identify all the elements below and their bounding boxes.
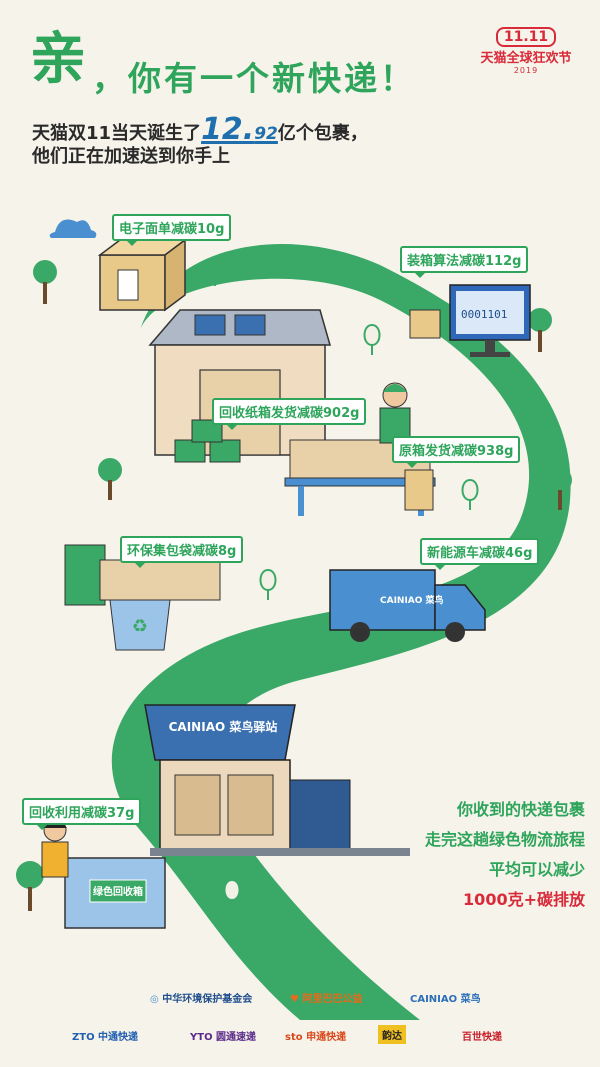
package-count-int: 12. <box>201 112 255 147</box>
step-value: 8g <box>218 544 237 559</box>
warehouse-icon <box>148 309 331 456</box>
step-tag-e-waybill: 电子面单减碳10g <box>112 214 232 246</box>
worker-icon <box>379 382 411 444</box>
summary-line: 平均可以减少 <box>488 860 585 879</box>
small-box-icon <box>409 309 441 339</box>
festival-name: 天猫全球狂欢节 <box>480 51 572 66</box>
step-tag-recycling: 回收利用减碳37g <box>22 798 142 830</box>
logo-text: 阿里巴巴公益 <box>302 994 363 1005</box>
step-value: 10g <box>197 222 225 237</box>
step-label: 装箱算法减碳 <box>407 254 486 269</box>
tree-icon <box>98 458 122 500</box>
package-count-dec: 92 <box>254 124 278 144</box>
package-count: 12.92 <box>201 112 278 147</box>
festival-logo: 11.11 天猫全球狂欢节 2019 <box>466 26 586 75</box>
map-pin-icon <box>223 878 241 910</box>
map-pin-icon <box>206 260 224 286</box>
page-title: ，你有一个新快递！ <box>92 59 416 98</box>
summary-text: 你收到的快递包裹 走完这趟绿色物流旅程 平均可以减少 1000克+碳排放 <box>380 795 585 915</box>
summary-line: 你收到的快递包裹 <box>456 800 585 819</box>
subtitle-line-1: 天猫双11当天诞生了12.92亿个包裹， <box>32 112 368 147</box>
step-tag-eco-bag: 环保集包袋减碳8g <box>120 536 244 568</box>
step-label: 回收利用减碳 <box>29 806 108 821</box>
shipping-box-icon <box>404 469 434 511</box>
logo-zto: ZTO 中通快递 <box>72 1032 139 1043</box>
green-crates-icon <box>174 419 241 463</box>
step-value: 46g <box>505 546 533 561</box>
tree-icon <box>33 260 57 304</box>
station-brand: CAINIAO 菜鸟驿站 <box>168 720 278 734</box>
subtitle-line-2: 他们正在加速送到你手上 <box>32 146 230 167</box>
step-label: 回收纸箱发货减碳 <box>219 406 324 421</box>
cainiao-station-icon <box>144 704 351 851</box>
step-tag-packing-algorithm: 装箱算法减碳112g <box>400 246 529 278</box>
step-tag-original-box: 原箱发货减碳938g <box>392 436 521 468</box>
step-label: 新能源车减碳 <box>427 546 506 561</box>
summary-highlight: 1000克+碳排放 <box>463 890 585 909</box>
logo-yunda: 韵达 <box>378 1025 406 1044</box>
logo-text: 中华环境保护基金会 <box>162 994 253 1005</box>
step-label: 环保集包袋减碳 <box>127 544 219 559</box>
tree-icon <box>548 468 572 510</box>
tree-icon <box>528 308 552 352</box>
logo-sto: sto 申通快递 <box>285 1032 347 1043</box>
step-label: 电子面单减碳 <box>119 222 198 237</box>
recycle-bin-icon <box>64 857 166 929</box>
bag-station-icon: ♻ <box>64 544 221 651</box>
step-value: 37g <box>107 806 135 821</box>
step-tag-recycled-box: 回收纸箱发货减碳902g <box>212 398 367 430</box>
svg-text:♻: ♻ <box>132 616 148 637</box>
title-emphasis: 亲 <box>30 27 86 92</box>
map-pin-icon <box>461 478 479 510</box>
step-tag-new-energy-vehicle: 新能源车减碳46g <box>420 538 540 570</box>
cardboard-box-icon <box>97 238 188 312</box>
truck-brand: CAINIAO 菜鸟 <box>380 596 444 606</box>
summary-line: 走完这趟绿色物流旅程 <box>424 830 585 849</box>
electric-truck-icon <box>329 569 486 642</box>
logo-environment-foundation: ◎ 中华环境保护基金会 <box>150 990 252 1005</box>
subtitle-text-after: 亿个包裹， <box>277 123 368 144</box>
bin-label: 绿色回收箱 <box>93 887 143 898</box>
tree-icon <box>16 861 44 911</box>
step-value: 938g <box>477 444 514 459</box>
logo-mark: ♥ <box>290 994 299 1005</box>
monitor-code: 0001101 <box>461 308 507 321</box>
logo-cainiao: CAINIAO 菜鸟 <box>410 994 481 1005</box>
step-value: 902g <box>323 406 360 421</box>
subtitle-text-before: 天猫双11当天诞生了 <box>32 123 202 144</box>
logo-yto: YTO 圆通速递 <box>190 1032 257 1043</box>
festival-year: 2019 <box>513 66 539 75</box>
logo-mark: ◎ <box>150 994 159 1005</box>
map-pin-icon <box>259 568 277 600</box>
logo-best-express: 百世快递 <box>462 1032 502 1043</box>
logo-alibaba-charity: ♥ 阿里巴巴公益 <box>290 990 362 1005</box>
festival-badge: 11.11 <box>495 27 557 47</box>
step-label: 原箱发货减碳 <box>399 444 478 459</box>
step-value: 112g <box>485 254 522 269</box>
computer-monitor-icon <box>449 284 531 357</box>
map-pin-icon <box>363 323 381 355</box>
cloud-icon <box>49 219 97 238</box>
